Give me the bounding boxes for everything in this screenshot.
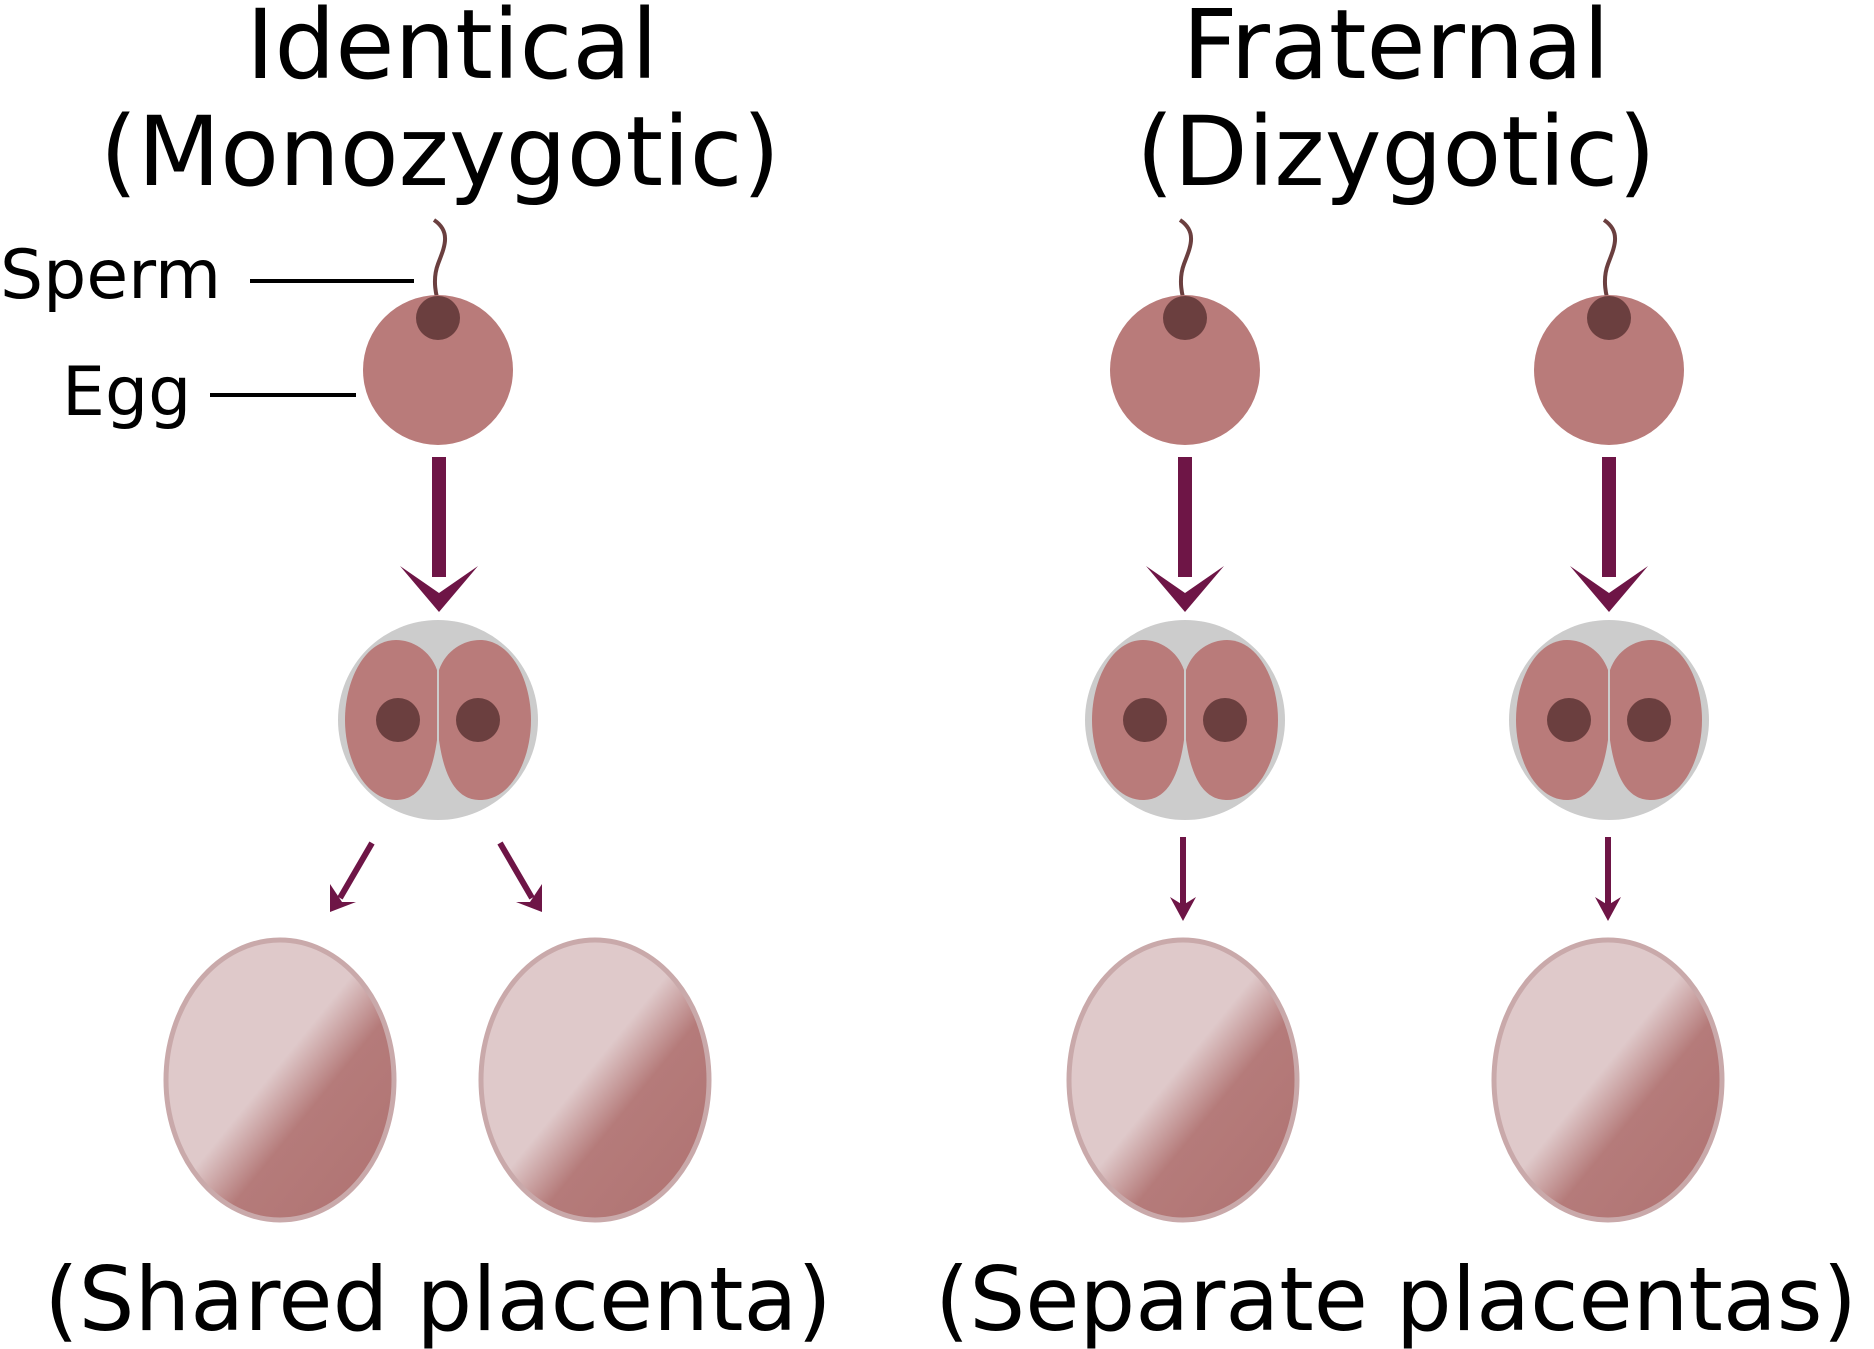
fraternal-fertilized-egg-1 [1110,218,1260,445]
sperm-label: Sperm [0,236,221,315]
fraternal-down-arrow-1 [1170,837,1196,921]
fraternal-main-arrow-1 [1146,457,1224,612]
identical-title: Identical [246,0,658,101]
egg-cell [363,295,513,445]
sperm-tail [432,218,447,309]
sperm-tail [1602,218,1617,309]
nucleus-right [1627,698,1671,742]
fraternal-caption: (Separate placentas) [935,1248,1857,1349]
placenta-fraternal-2 [1491,937,1725,1223]
placenta-identical-right [478,937,712,1223]
nucleus-left [376,698,420,742]
placenta-identical-left [163,937,397,1223]
egg-cell [1534,295,1684,445]
nucleus-right [456,698,500,742]
identical-split-arrow-right [497,841,542,912]
fraternal-title: Fraternal [1182,0,1609,101]
sperm-head [1163,296,1207,340]
nucleus-right [1203,698,1247,742]
nucleus-left [1547,698,1591,742]
sperm-head [416,296,460,340]
fraternal-fertilized-egg-2 [1534,218,1684,445]
fraternal-down-arrow-2 [1595,837,1621,921]
identical-main-arrow [400,457,478,612]
nucleus-left [1123,698,1167,742]
fraternal-dividing-cell-1 [1085,620,1285,820]
placenta-fraternal-1 [1066,937,1300,1223]
fraternal-dividing-cell-2 [1509,620,1709,820]
fraternal-subtitle: (Dizygotic) [1136,96,1655,208]
sperm-head [1587,296,1631,340]
identical-fertilized-egg [363,218,513,445]
identical-caption: (Shared placenta) [44,1248,831,1349]
sperm-tail [1178,218,1193,309]
identical-dividing-cell [338,620,538,820]
identical-split-arrow-left [330,841,375,912]
egg-label: Egg [62,353,191,432]
egg-cell [1110,295,1260,445]
fraternal-main-arrow-2 [1570,457,1648,612]
identical-subtitle: (Monozygotic) [100,96,780,208]
